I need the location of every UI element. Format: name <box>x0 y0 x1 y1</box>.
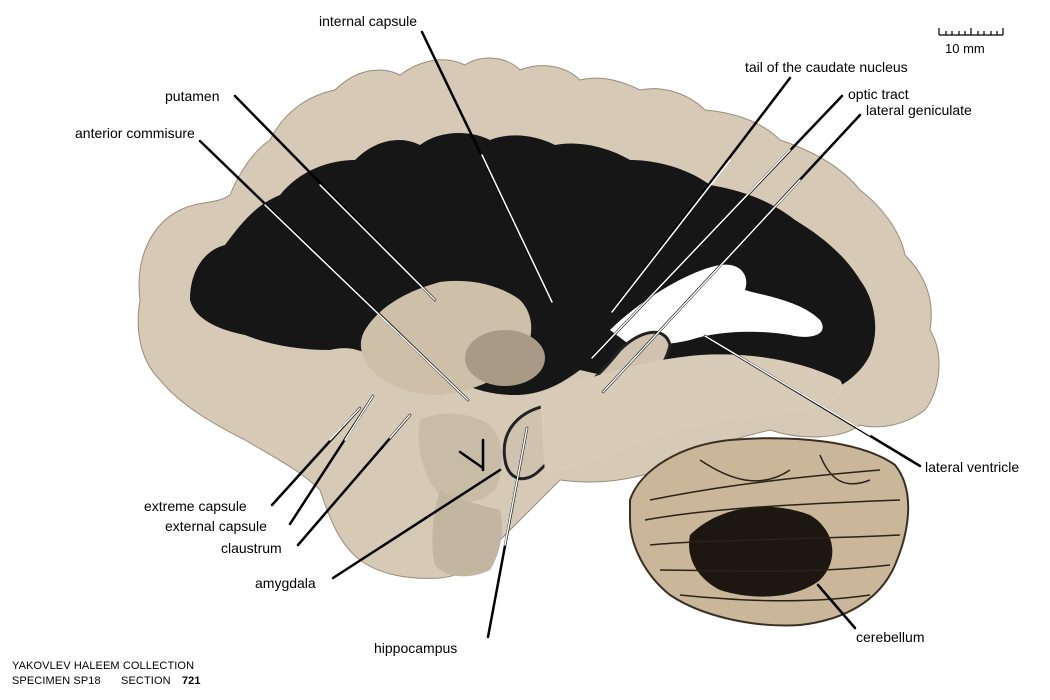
label-claustrum: claustrum <box>221 540 282 556</box>
label-amygdala: amygdala <box>255 575 316 591</box>
leader-extreme-capsule <box>270 406 362 507</box>
leader-lateral-ventricle <box>703 334 922 468</box>
temporal-lobe <box>540 354 843 475</box>
leader-tail-caudate <box>610 76 792 314</box>
label-anterior-commisure: anterior commisure <box>75 125 195 141</box>
label-hippocampus: hippocampus <box>374 640 458 656</box>
scale-bar-label: 10 mm <box>945 41 985 56</box>
label-lateral-geniculate: lateral geniculate <box>866 102 972 118</box>
leader-external-capsule <box>288 394 375 526</box>
leader-hippocampus <box>486 426 529 639</box>
leader-lines <box>198 30 922 639</box>
footer-specimen: SPECIMEN SP18 <box>12 675 101 687</box>
label-extreme-capsule: extreme capsule <box>144 498 247 514</box>
brainstem-region <box>432 490 502 577</box>
cerebellum-folia <box>644 454 901 602</box>
label-external-capsule: external capsule <box>165 518 267 534</box>
scale-bar <box>938 28 1004 36</box>
leader-amygdala <box>331 438 502 580</box>
label-cerebellum: cerebellum <box>856 629 925 645</box>
label-internal-capsule: internal capsule <box>319 13 418 29</box>
leader-claustrum <box>296 413 412 547</box>
label-putamen: putamen <box>165 88 220 104</box>
footer-section-label: SECTION <box>121 675 171 687</box>
footer-section-number: 721 <box>181 675 201 687</box>
cerebellum-white-matter <box>689 506 833 597</box>
leader-putamen <box>233 94 437 302</box>
footer-collection: YAKOVLEV HALEEM COLLECTION <box>12 660 195 672</box>
leader-cerebellum <box>816 583 857 630</box>
leader-lateral-geniculate <box>601 113 862 394</box>
leader-internal-capsule <box>420 30 554 304</box>
footer-specimen-line: SPECIMEN SP18 SECTION 721 <box>12 675 201 688</box>
label-lateral-ventricle: lateral ventricle <box>925 459 1020 475</box>
label-optic-tract: optic tract <box>848 86 909 102</box>
label-tail-caudate: tail of the caudate nucleus <box>745 59 908 75</box>
leader-anterior-commisure <box>198 139 470 402</box>
leader-optic-tract <box>590 94 844 360</box>
globus-pallidus-region <box>465 330 545 386</box>
lateral-ventricle-lumen <box>610 264 823 345</box>
amygdala-region <box>418 413 502 502</box>
